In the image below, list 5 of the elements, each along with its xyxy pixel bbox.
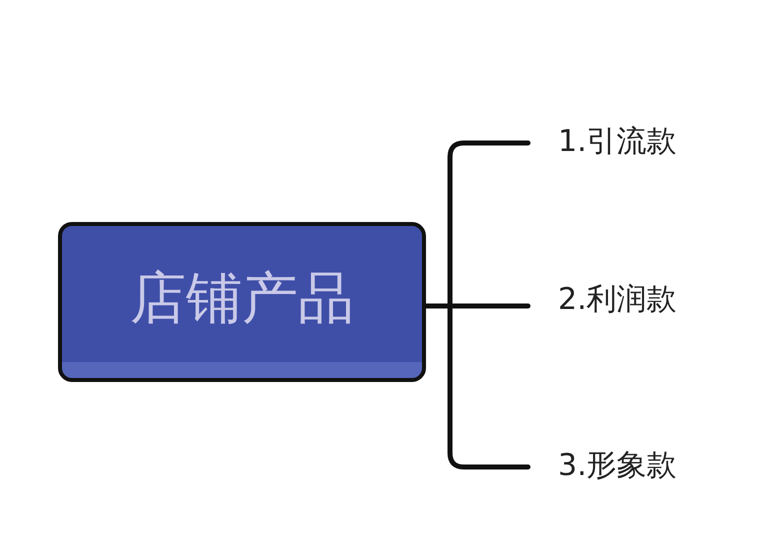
item-label: 1.引流款 — [558, 124, 677, 159]
item-label: 2.利润款 — [558, 282, 677, 317]
box-title: 店铺产品 — [129, 265, 355, 333]
item-label: 3.形象款 — [558, 448, 677, 483]
category-box — [58, 222, 426, 382]
